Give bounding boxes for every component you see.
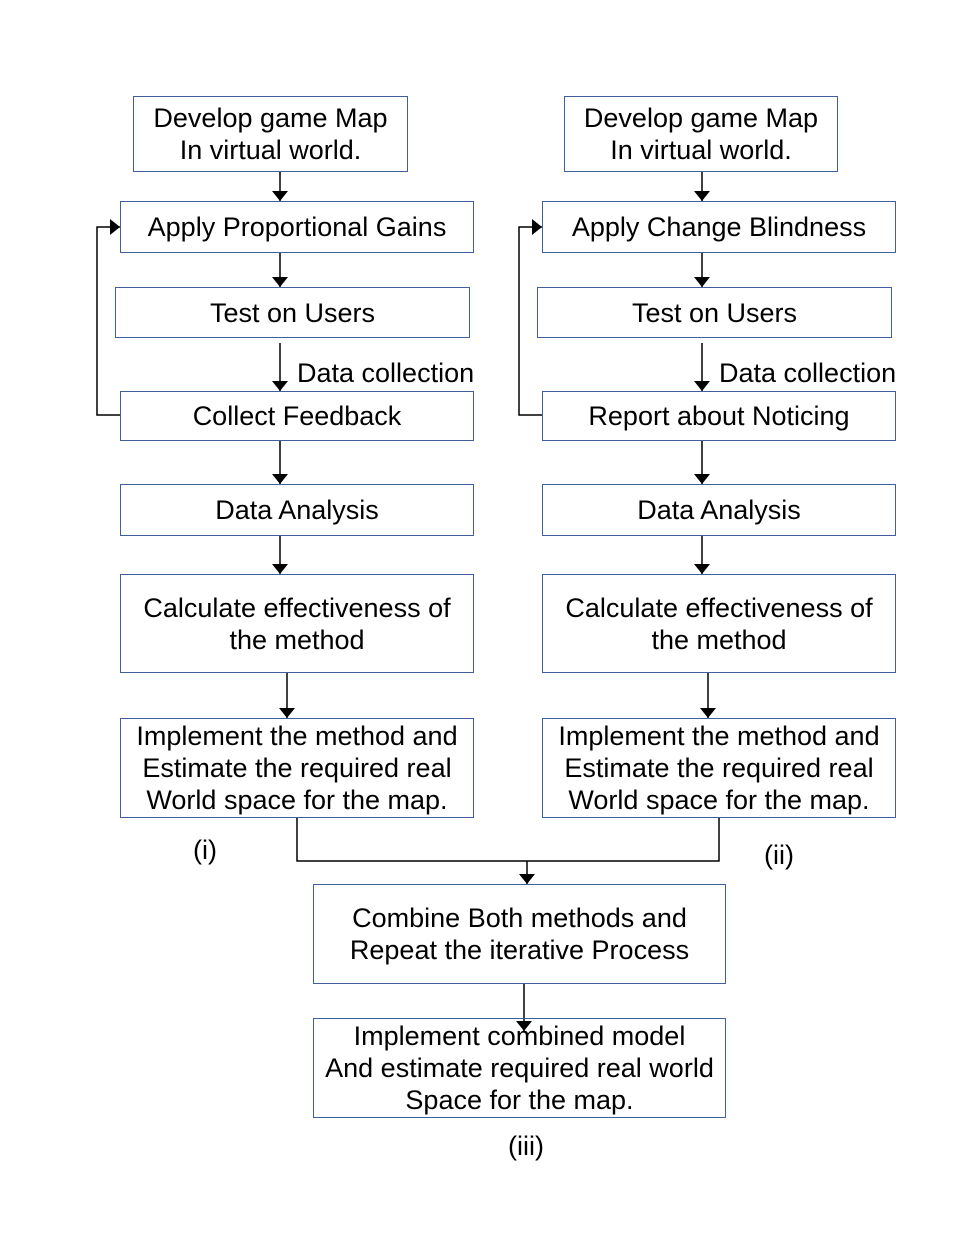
- ii-tag: (ii): [764, 840, 794, 870]
- ii-test-users-box: Test on Users: [537, 287, 892, 338]
- i-tag: (i): [193, 835, 217, 865]
- i-implement-line-3: World space for the map.: [146, 785, 448, 815]
- iii-implement-line-3: Space for the map.: [405, 1085, 634, 1115]
- i-apply-gains-label: Apply Proportional Gains: [147, 212, 447, 242]
- ii-calculate-line-1: Calculate effectiveness of: [565, 592, 873, 623]
- i-collect-feedback-label: Collect Feedback: [192, 401, 402, 431]
- iii-tag: (iii): [508, 1131, 544, 1161]
- ii-implement-line-3: World space for the map.: [568, 785, 870, 815]
- iii-combine-box: Combine Both methods and Repeat the iter…: [313, 884, 726, 984]
- iii-combine-line-1: Combine Both methods and: [352, 903, 687, 933]
- ii-data-analysis-box: Data Analysis: [542, 484, 896, 536]
- connector-i-to-merge: [296, 818, 720, 862]
- ii-calculate-line-2: the method: [651, 624, 787, 655]
- i-implement-line-1: Implement the method and: [136, 721, 458, 751]
- i-develop-map-line-2: In virtual world.: [179, 135, 362, 165]
- ii-apply-blindness-label: Apply Change Blindness: [571, 212, 867, 242]
- iii-implement-box: Implement combined model And estimate re…: [313, 1018, 726, 1118]
- ii-report-noticing-label: Report about Noticing: [588, 401, 850, 431]
- i-calculate-line-1: Calculate effectiveness of: [143, 592, 451, 623]
- ii-data-analysis-label: Data Analysis: [637, 495, 801, 525]
- iii-combine-line-2: Repeat the iterative Process: [349, 935, 690, 965]
- i-develop-map-box: Develop game Map In virtual world.: [133, 96, 408, 172]
- ii-implement-line-2: Estimate the required real: [564, 753, 874, 783]
- i-apply-gains-box: Apply Proportional Gains: [120, 201, 474, 253]
- i-calculate-line-2: the method: [229, 624, 365, 655]
- i-implement-box: Implement the method and Estimate the re…: [120, 718, 474, 818]
- i-develop-map-line-1: Develop game Map: [153, 103, 388, 133]
- iii-implement-line-1: Implement combined model: [353, 1021, 686, 1051]
- ii-data-collection-label: Data collection: [719, 358, 897, 388]
- ii-implement-box: Implement the method and Estimate the re…: [542, 718, 896, 818]
- arrow-i-feedback-loop: [96, 219, 120, 416]
- i-implement-line-2: Estimate the required real: [142, 753, 452, 783]
- i-calculate-box: Calculate effectiveness of the method: [120, 574, 474, 673]
- i-data-analysis-box: Data Analysis: [120, 484, 474, 536]
- ii-implement-line-1: Implement the method and: [558, 721, 880, 751]
- ii-develop-map-line-2: In virtual world.: [610, 135, 792, 165]
- i-data-collection-label: Data collection: [297, 358, 475, 388]
- iii-implement-line-2: And estimate required real world: [325, 1053, 714, 1083]
- ii-test-users-label: Test on Users: [631, 297, 798, 328]
- arrow-ii-feedback-loop: [518, 219, 542, 416]
- ii-develop-map-box: Develop game Map In virtual world.: [564, 96, 838, 172]
- i-test-users-box: Test on Users: [115, 287, 470, 338]
- ii-develop-map-line-1: Develop game Map: [583, 103, 819, 133]
- ii-apply-blindness-box: Apply Change Blindness: [542, 201, 896, 253]
- i-test-users-label: Test on Users: [209, 297, 376, 328]
- i-data-analysis-label: Data Analysis: [215, 495, 379, 525]
- i-collect-feedback-box: Collect Feedback: [120, 391, 474, 441]
- ii-calculate-box: Calculate effectiveness of the method: [542, 574, 896, 673]
- ii-report-noticing-box: Report about Noticing: [542, 391, 896, 441]
